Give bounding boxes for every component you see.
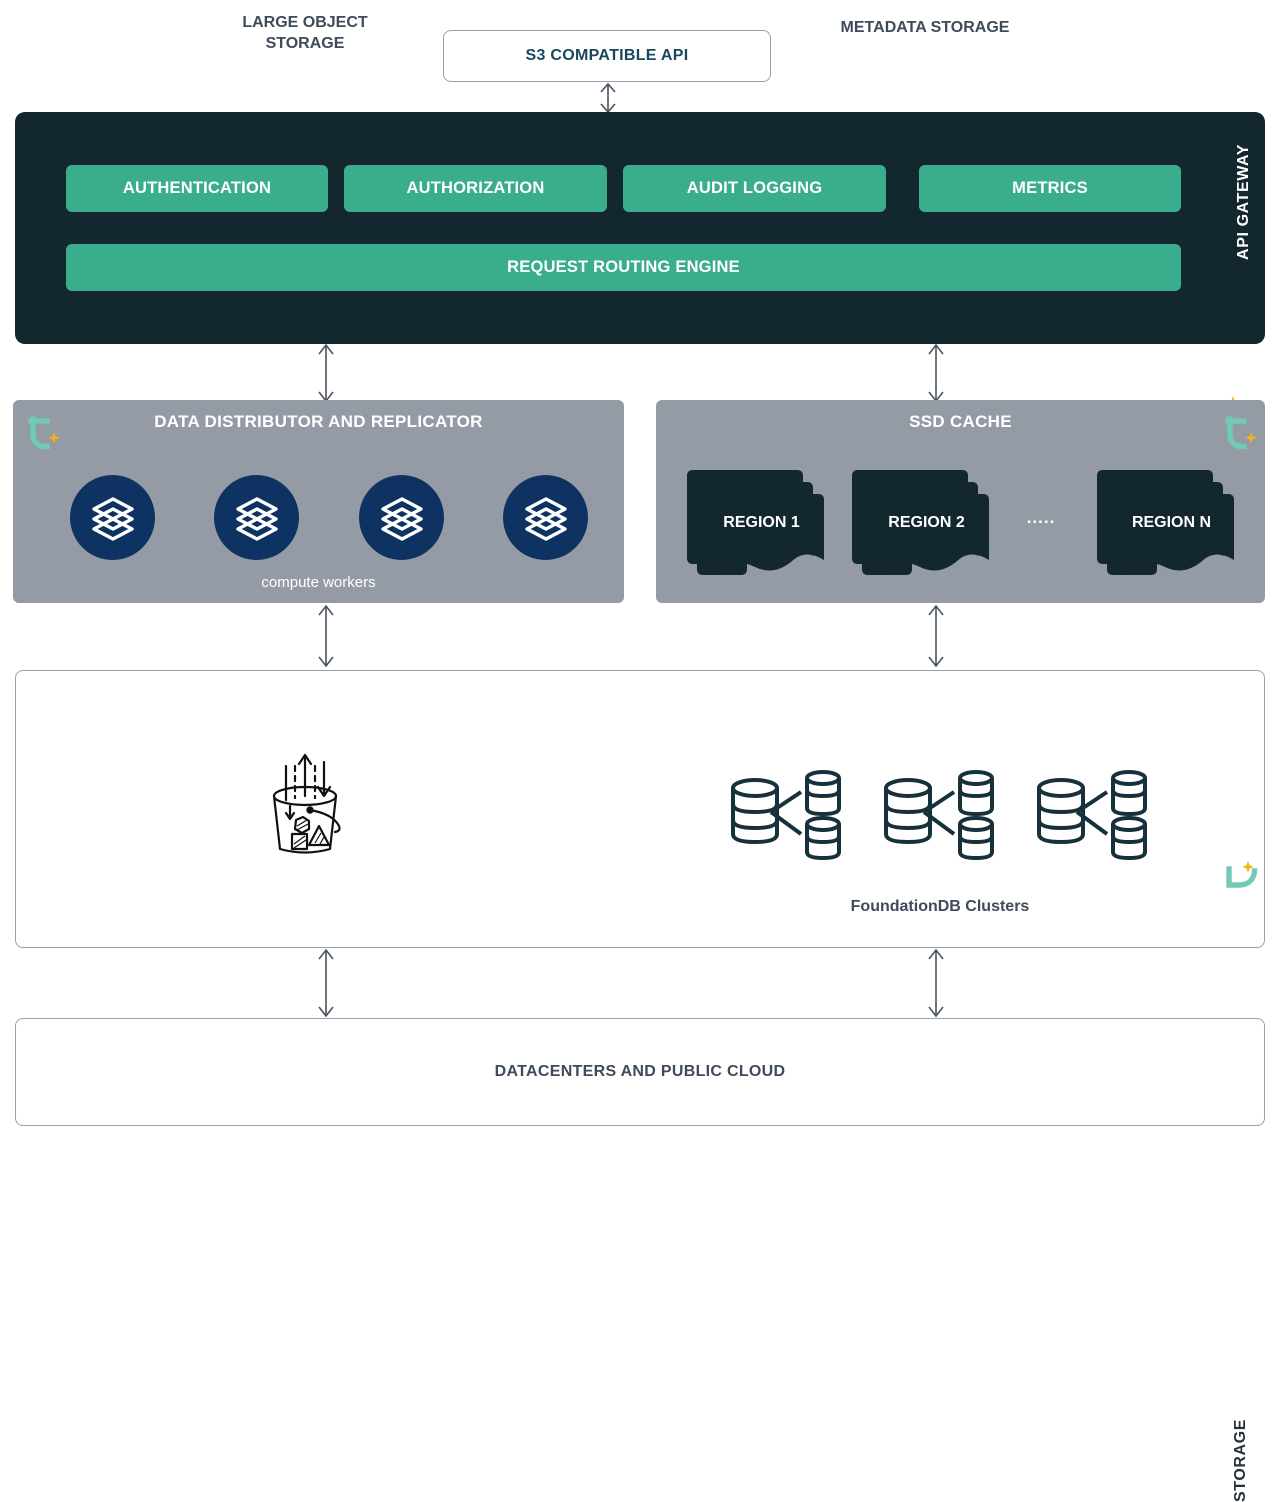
architecture-diagram: S3 COMPATIBLE API AUTHENTICATION AUTHORI… [13, 12, 1265, 1502]
stacked-cards-icon [1097, 470, 1234, 575]
bucket-icon [272, 753, 341, 854]
large-object-storage-title: LARGE OBJECT STORAGE [170, 12, 440, 54]
ssd-cache-title: SSD CACHE [909, 412, 1012, 431]
layers-icon [524, 496, 567, 541]
connector-api-gateway [600, 82, 616, 114]
connector-gateway-distributor [318, 343, 334, 403]
gateway-module-label: AUDIT LOGGING [686, 179, 823, 197]
gateway-module-authorization[interactable]: AUTHORIZATION [344, 165, 607, 212]
data-distributor-title: DATA DISTRIBUTOR AND REPLICATOR [154, 412, 483, 431]
brand-logo-icon [1225, 416, 1257, 450]
s3-compatible-api-label: S3 COMPATIBLE API [525, 47, 689, 64]
gateway-module-label: AUTHORIZATION [406, 179, 545, 197]
storage-panel: STORAGE [15, 670, 1265, 1502]
compute-workers-caption: compute workers [261, 574, 376, 591]
ssd-cache-panel: SSD CACHE REGION 1 REGION 2 ..... [656, 400, 1265, 603]
gateway-module-label: AUTHENTICATION [122, 179, 272, 197]
layers-icon [380, 496, 423, 541]
region-ellipsis: ..... [1026, 508, 1056, 527]
datacenters-public-cloud-label: DATACENTERS AND PUBLIC CLOUD [494, 1063, 786, 1080]
brand-logo-icon [1226, 861, 1258, 888]
region-card-1[interactable]: REGION 1 [687, 470, 824, 575]
api-gateway-panel: AUTHENTICATION AUTHORIZATION AUDIT LOGGI… [15, 112, 1265, 423]
large-object-storage-title-line2: STORAGE [265, 35, 345, 52]
metadata-storage-title: METADATA STORAGE [840, 19, 1010, 36]
connector-ssd-cache-storage [928, 604, 944, 668]
gateway-module-metrics[interactable]: METRICS [919, 165, 1181, 212]
gateway-module-label: METRICS [1012, 179, 1088, 197]
stacked-cards-icon [687, 470, 824, 575]
storage-side-label: STORAGE [1232, 1419, 1249, 1502]
connector-storage-datacenters-left [318, 948, 334, 1018]
large-object-storage-title-line1: LARGE OBJECT [242, 14, 368, 31]
region-card-2[interactable]: REGION 2 [852, 470, 989, 575]
datacenters-public-cloud-box: DATACENTERS AND PUBLIC CLOUD [15, 1018, 1265, 1126]
api-gateway-side-label: API GATEWAY [1235, 144, 1252, 260]
request-routing-engine[interactable]: REQUEST ROUTING ENGINE [66, 244, 1181, 291]
region-card-n[interactable]: REGION N [1097, 470, 1234, 575]
database-cluster-icon-2 [884, 770, 994, 860]
stacked-cards-icon [852, 470, 989, 575]
s3-compatible-api-box: S3 COMPATIBLE API [443, 30, 771, 82]
database-cluster-icon-1 [731, 770, 841, 860]
connector-distributor-storage [318, 604, 334, 668]
compute-worker-4[interactable] [503, 475, 588, 560]
database-cluster-icon-3 [1037, 770, 1147, 860]
compute-worker-1[interactable] [70, 475, 155, 560]
compute-worker-3[interactable] [359, 475, 444, 560]
layers-icon [235, 496, 278, 541]
compute-worker-2[interactable] [214, 475, 299, 560]
brand-logo-icon [28, 416, 60, 450]
connector-storage-datacenters-right [928, 948, 944, 1018]
gateway-module-audit-logging[interactable]: AUDIT LOGGING [623, 165, 886, 212]
data-distributor-panel: DATA DISTRIBUTOR AND REPLICATOR [13, 400, 624, 603]
foundationdb-clusters-caption: FoundationDB Clusters [850, 898, 1030, 915]
connector-gateway-ssd-cache [928, 343, 944, 403]
layers-icon [91, 496, 134, 541]
gateway-module-authentication[interactable]: AUTHENTICATION [66, 165, 328, 212]
request-routing-engine-label: REQUEST ROUTING ENGINE [507, 258, 740, 276]
